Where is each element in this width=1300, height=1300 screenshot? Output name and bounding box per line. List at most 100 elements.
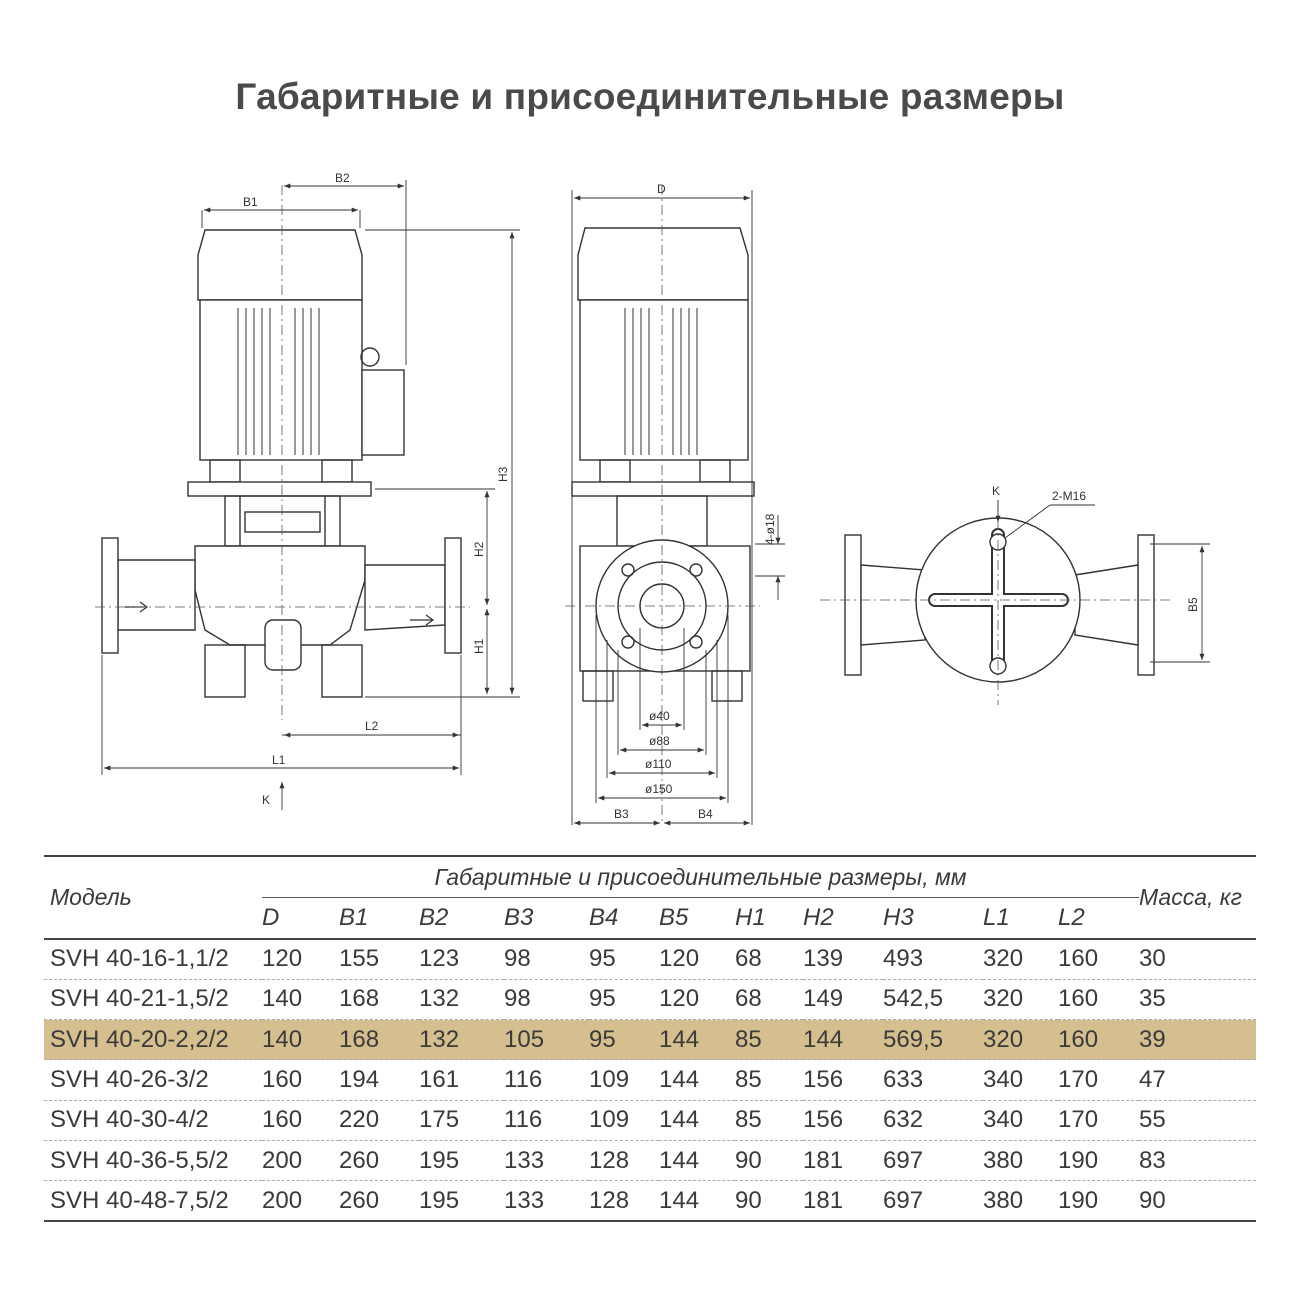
- value-cell: 380: [983, 1146, 1024, 1174]
- value-cell: 68: [735, 945, 762, 973]
- mass-cell: 47: [1139, 1066, 1166, 1094]
- value-cell: 109: [589, 1106, 630, 1134]
- value-cell: 160: [1058, 1025, 1099, 1053]
- value-cell: 85: [735, 1025, 762, 1053]
- model-cell: SVH 40-26-3/2: [50, 1066, 209, 1094]
- label-d88: ø88: [649, 734, 670, 748]
- label-l2: L2: [365, 719, 379, 733]
- column-header-l1: L1: [983, 904, 1010, 931]
- side-view: [571, 227, 755, 702]
- value-cell: 156: [803, 1066, 844, 1094]
- model-cell: SVH 40-36-5,5/2: [50, 1146, 229, 1174]
- value-cell: 260: [339, 1146, 380, 1174]
- value-cell: 220: [339, 1106, 380, 1134]
- column-header-b3: B3: [504, 904, 534, 931]
- column-header-d: D: [262, 904, 280, 931]
- value-cell: 190: [1058, 1146, 1099, 1174]
- label-b4: B4: [698, 807, 713, 821]
- value-cell: 144: [659, 1025, 700, 1053]
- value-cell: 95: [589, 985, 616, 1013]
- value-cell: 105: [504, 1025, 545, 1053]
- value-cell: 128: [589, 1146, 630, 1174]
- column-header-b5: B5: [659, 904, 689, 931]
- value-cell: 569,5: [883, 1025, 944, 1053]
- value-cell: 139: [803, 945, 844, 973]
- value-cell: 175: [419, 1106, 460, 1134]
- group-header: Габаритные и присоединительные размеры, …: [262, 856, 1139, 898]
- value-cell: 320: [983, 985, 1024, 1013]
- value-cell: 697: [883, 1146, 924, 1174]
- value-cell: 200: [262, 1146, 303, 1174]
- value-cell: 697: [883, 1186, 924, 1214]
- label-h2: H2: [472, 541, 486, 557]
- value-cell: 632: [883, 1106, 924, 1134]
- value-cell: 633: [883, 1066, 924, 1094]
- value-cell: 194: [339, 1066, 380, 1094]
- value-cell: 144: [659, 1186, 700, 1214]
- mass-cell: 90: [1139, 1186, 1166, 1214]
- label-k: K: [262, 793, 270, 807]
- value-cell: 160: [262, 1106, 303, 1134]
- label-b1: B1: [243, 195, 258, 209]
- value-cell: 68: [735, 985, 762, 1013]
- value-cell: 128: [589, 1186, 630, 1214]
- value-cell: 109: [589, 1066, 630, 1094]
- value-cell: 123: [419, 945, 460, 973]
- value-cell: 160: [1058, 945, 1099, 973]
- value-cell: 160: [262, 1066, 303, 1094]
- model-cell: SVH 40-48-7,5/2: [50, 1186, 229, 1214]
- top-view: [844, 517, 1155, 683]
- column-header-b4: B4: [589, 904, 619, 931]
- value-cell: 116: [504, 1066, 543, 1094]
- mass-cell: 39: [1139, 1025, 1166, 1053]
- value-cell: 133: [504, 1186, 545, 1214]
- value-cell: 116: [504, 1106, 543, 1134]
- column-header-l2: L2: [1058, 904, 1085, 931]
- value-cell: 170: [1058, 1106, 1099, 1134]
- label-k-top: K: [992, 484, 1000, 498]
- mass-cell: 83: [1139, 1146, 1166, 1174]
- page-title: Габаритные и присоединительные размеры: [235, 76, 1065, 117]
- label-h3: H3: [496, 466, 510, 482]
- column-header-h3: H3: [883, 904, 914, 931]
- mass-cell: 55: [1139, 1106, 1166, 1134]
- model-header: Модель: [50, 884, 132, 910]
- label-l1: L1: [272, 753, 286, 767]
- value-cell: 168: [339, 1025, 380, 1053]
- value-cell: 90: [735, 1186, 762, 1214]
- column-header-h1: H1: [735, 904, 766, 931]
- label-d110: ø110: [645, 757, 672, 771]
- value-cell: 85: [735, 1066, 762, 1094]
- value-cell: 320: [983, 945, 1024, 973]
- column-header-b2: B2: [419, 904, 449, 931]
- value-cell: 149: [803, 985, 844, 1013]
- value-cell: 95: [589, 945, 616, 973]
- value-cell: 190: [1058, 1186, 1099, 1214]
- value-cell: 168: [339, 985, 380, 1013]
- value-cell: 320: [983, 1025, 1024, 1053]
- pump-dimension-drawing: B1 B2 H3 H2 H1 L2 L1 K: [0, 160, 1300, 840]
- table-header: Модель Габаритные и присоединительные ра…: [44, 856, 1256, 939]
- value-cell: 181: [803, 1186, 844, 1214]
- value-cell: 144: [803, 1025, 844, 1053]
- value-cell: 542,5: [883, 985, 944, 1013]
- value-cell: 85: [735, 1106, 762, 1134]
- label-b3: B3: [614, 807, 629, 821]
- value-cell: 140: [262, 985, 303, 1013]
- label-d40: ø40: [649, 709, 670, 723]
- value-cell: 95: [589, 1025, 616, 1053]
- value-cell: 140: [262, 1025, 303, 1053]
- front-view: [101, 229, 462, 698]
- value-cell: 156: [803, 1106, 844, 1134]
- value-cell: 133: [504, 1146, 545, 1174]
- value-cell: 493: [883, 945, 924, 973]
- value-cell: 120: [659, 985, 700, 1013]
- value-cell: 161: [419, 1066, 460, 1094]
- value-cell: 340: [983, 1106, 1024, 1134]
- value-cell: 160: [1058, 985, 1099, 1013]
